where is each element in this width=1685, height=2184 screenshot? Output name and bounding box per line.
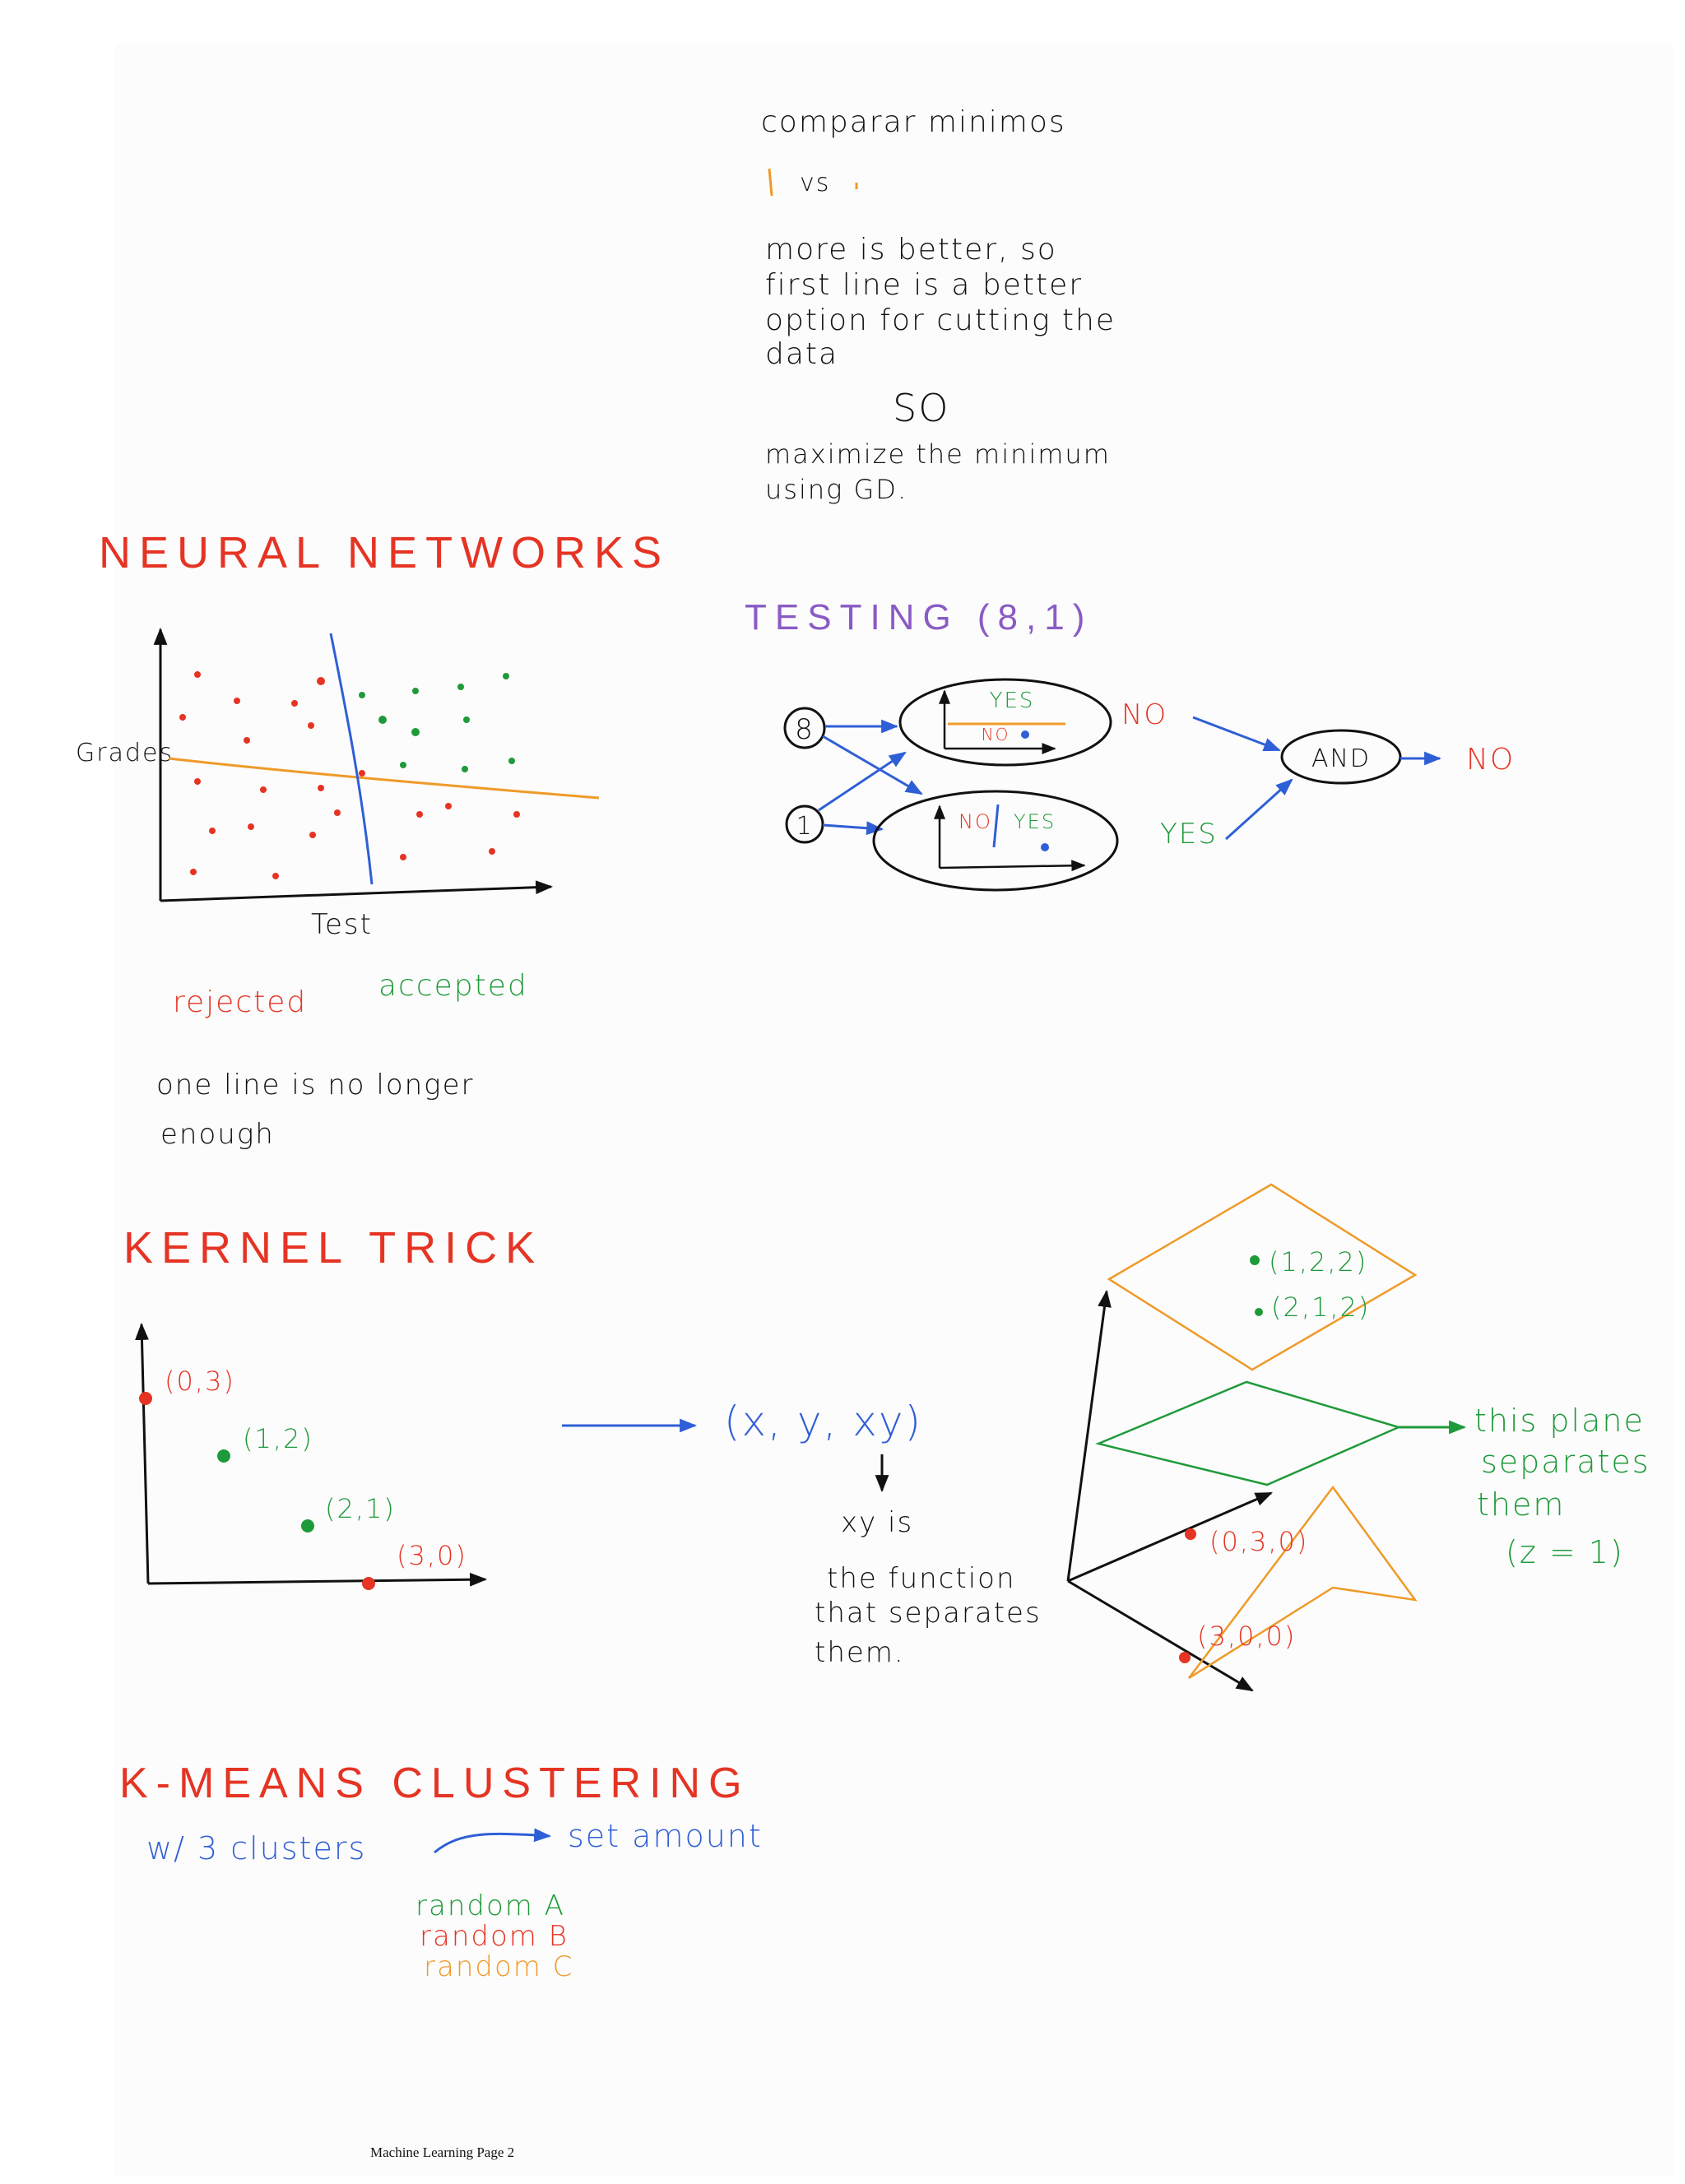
kt-note: xy is the function that separates them. bbox=[815, 1506, 1042, 1669]
input-8-label: 8 bbox=[795, 713, 815, 746]
kt-note-3: that separates bbox=[815, 1597, 1042, 1630]
neural-networks-section: NEURAL NETWORKS Grades Test rejected acc… bbox=[76, 528, 670, 1151]
top-notes: comparar minimos vs more is better, so f… bbox=[761, 105, 1116, 505]
and-node bbox=[1280, 729, 1402, 785]
kt3d-point-1-2-2 bbox=[1250, 1255, 1260, 1265]
kt3d-point-2-1-2 bbox=[1255, 1308, 1263, 1316]
mini-bottom-x-axis bbox=[939, 860, 1086, 872]
input-1-label: 1 bbox=[796, 812, 813, 841]
kt-note-4: them. bbox=[815, 1636, 905, 1669]
mini-top-yes: YES bbox=[990, 689, 1035, 713]
kt3d-point-0-3-0 bbox=[1185, 1528, 1196, 1540]
so-text: SO bbox=[893, 386, 949, 430]
edge-1-top bbox=[818, 751, 907, 812]
testing-heading: TESTING (8,1) bbox=[745, 597, 1093, 638]
kmeans-sub: w/ 3 clusters bbox=[146, 1830, 366, 1866]
nn-x-axis bbox=[160, 880, 554, 902]
input-node-1 bbox=[785, 805, 824, 844]
out-top-no: NO bbox=[1121, 698, 1167, 731]
plane-note-3: them bbox=[1477, 1486, 1565, 1523]
kt-note-1: xy is bbox=[841, 1506, 913, 1539]
vs-text: vs bbox=[800, 169, 830, 197]
mini-bottom-yes: YES bbox=[1014, 810, 1056, 833]
top-line-6: using GD. bbox=[765, 474, 907, 505]
kt3d-label-2-1-2: (2,1,2) bbox=[1271, 1291, 1370, 1323]
input-node-8 bbox=[783, 707, 826, 749]
plane-z1 bbox=[1095, 1380, 1402, 1486]
kt-label-2-1: (2,1) bbox=[325, 1493, 396, 1524]
nn-note-1: one line is no longer bbox=[156, 1069, 474, 1101]
plane-note-2: separates bbox=[1481, 1444, 1650, 1480]
nn-x-label: Test bbox=[311, 908, 373, 941]
top-line-1: more is better, so bbox=[765, 233, 1057, 267]
kmeans-section: K-MEANS CLUSTERING w/ 3 clusters set amo… bbox=[119, 1760, 763, 1983]
kt3d-label-3-0-0: (3,0,0) bbox=[1197, 1621, 1296, 1652]
kt-point-3-0 bbox=[362, 1577, 375, 1590]
kt3d-plane-note: this plane separates them (z = 1) bbox=[1474, 1403, 1650, 1570]
plane-z2 bbox=[1107, 1183, 1418, 1371]
kt-transform-label: (x, y, xy) bbox=[724, 1398, 922, 1445]
perceptron-bottom bbox=[872, 790, 1119, 892]
mini-top-no: NO bbox=[982, 725, 1010, 744]
mini-top-point bbox=[1021, 730, 1029, 739]
kmeans-random-a: random A bbox=[415, 1890, 565, 1922]
nn-blue-line bbox=[329, 633, 374, 885]
kt3d-z-axis bbox=[1066, 1289, 1112, 1582]
edge-8-bottom bbox=[822, 735, 923, 795]
kmeans-random-b: random B bbox=[420, 1920, 569, 1953]
out-bottom-yes: YES bbox=[1160, 818, 1218, 851]
legend-accepted: accepted bbox=[378, 969, 528, 1003]
edge-1-bottom bbox=[822, 821, 884, 836]
nn-rejected-points bbox=[179, 671, 520, 879]
kmeans-random-c: random C bbox=[424, 1950, 573, 1983]
kt-label-0-3: (0,3) bbox=[165, 1366, 235, 1397]
perceptron-top bbox=[898, 678, 1112, 767]
kt3d-point-3-0-0 bbox=[1179, 1652, 1191, 1663]
nn-y-label: Grades bbox=[76, 739, 174, 767]
kt3d-x-axis bbox=[1067, 1579, 1254, 1692]
kt-point-2-1 bbox=[301, 1519, 314, 1533]
kt-note-2: the function bbox=[827, 1562, 1016, 1595]
and-label: AND bbox=[1311, 744, 1371, 773]
plane-z0 bbox=[1188, 1485, 1418, 1680]
kt3d-y-axis bbox=[1067, 1491, 1273, 1583]
edge-yes-to-and bbox=[1224, 778, 1293, 841]
page-footer: Machine Learning Page 2 bbox=[370, 2145, 514, 2160]
kernel-trick-heading: KERNEL TRICK bbox=[123, 1223, 543, 1273]
plane-note-1: this plane bbox=[1474, 1403, 1645, 1439]
nn-orange-line bbox=[168, 757, 600, 800]
top-line-2: first line is a better bbox=[765, 268, 1083, 302]
kt-point-0-3 bbox=[139, 1392, 152, 1405]
neural-networks-heading: NEURAL NETWORKS bbox=[99, 528, 670, 577]
nn-note-2: enough bbox=[160, 1118, 275, 1151]
kt-y-axis bbox=[135, 1322, 150, 1584]
mini-bottom-blue-line bbox=[992, 804, 1000, 848]
top-line-3: option for cutting the bbox=[765, 304, 1116, 337]
top-line-4: data bbox=[765, 337, 838, 371]
kmeans-heading: K-MEANS CLUSTERING bbox=[119, 1760, 750, 1807]
edge-no-to-and bbox=[1192, 716, 1281, 752]
top-line-5: maximize the minimum bbox=[765, 438, 1111, 470]
final-output: NO bbox=[1466, 743, 1515, 777]
kt-point-1-2 bbox=[217, 1449, 230, 1463]
plane-note-4: (z = 1) bbox=[1506, 1534, 1624, 1570]
legend-rejected: rejected bbox=[173, 985, 307, 1019]
nn-accepted-points bbox=[359, 673, 515, 772]
testing-section: TESTING (8,1) 8 1 YES NO NO YES NO YES A… bbox=[745, 597, 1515, 892]
top-title: comparar minimos bbox=[761, 105, 1066, 139]
kt-label-1-2: (1,2) bbox=[243, 1423, 313, 1454]
kt3d-label-1-2-2: (1,2,2) bbox=[1269, 1246, 1367, 1277]
kt-x-axis bbox=[147, 1572, 488, 1587]
mini-bottom-no: NO bbox=[959, 810, 992, 833]
orange-tall-line bbox=[768, 168, 773, 197]
kmeans-arrow bbox=[434, 1828, 552, 1854]
kernel-trick-section: KERNEL TRICK (0,3) (1,2) (2,1) (3,0) (x,… bbox=[123, 1183, 1650, 1692]
kt3d-label-0-3-0: (0,3,0) bbox=[1209, 1526, 1308, 1557]
mini-bottom-point bbox=[1041, 843, 1049, 851]
kmeans-sub2: set amount bbox=[568, 1818, 763, 1854]
kt-label-3-0: (3,0) bbox=[397, 1540, 467, 1571]
